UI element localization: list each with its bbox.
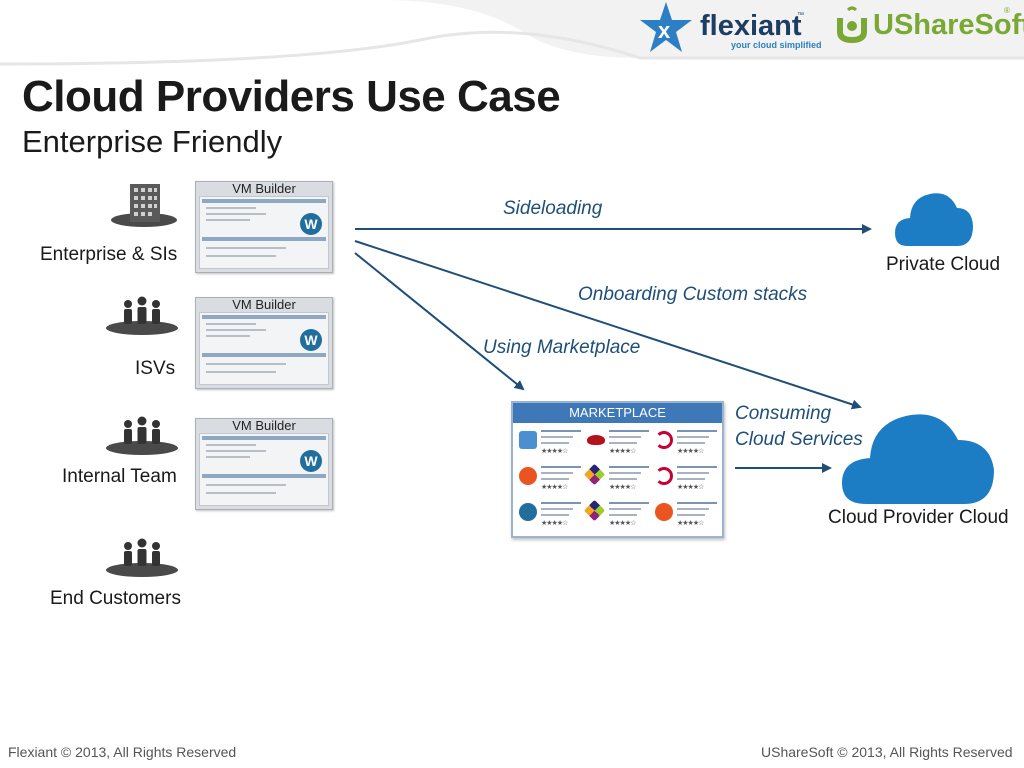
vm-builder-title: VM Builder (232, 418, 296, 433)
suse-icon (519, 431, 537, 449)
slide-subtitle: Enterprise Friendly (22, 124, 283, 159)
marketplace-arrow (354, 252, 525, 391)
footer-right: UShareSoft © 2013, All Rights Reserved (761, 744, 1013, 760)
marketplace-item: ★★★★☆ (517, 499, 583, 533)
marketplace-item: ★★★★☆ (653, 427, 719, 461)
usharesoft-logo-text: UShareSoft (873, 9, 1024, 41)
centos-icon (583, 499, 606, 522)
redhat-icon (587, 435, 605, 445)
people-icon (106, 296, 178, 335)
debian-icon (655, 431, 673, 449)
marketplace-item: ★★★★☆ (585, 427, 651, 461)
vm-builder-title: VM Builder (232, 181, 296, 196)
vm-builder-title: VM Builder (232, 297, 296, 312)
footer-left: Flexiant © 2013, All Rights Reserved (8, 744, 237, 760)
flexiant-logo-text: flexiant (700, 10, 802, 42)
vm-builder-screenshot: W (199, 312, 329, 385)
slide-title: Cloud Providers Use Case (22, 72, 561, 121)
centos-icon (583, 463, 606, 486)
flexiant-logo-icon: x (640, 2, 692, 52)
private-cloud-label: Private Cloud (886, 254, 1001, 275)
flexiant-tagline: your cloud simplified (731, 40, 822, 50)
vm-builder-panel: VM Builder W (195, 418, 333, 510)
ubuntu-icon (519, 467, 537, 485)
people-icon (106, 538, 178, 577)
vm-builder-screenshot: W (199, 196, 329, 269)
wordpress-icon (519, 503, 537, 521)
marketplace-item: ★★★★☆ (583, 499, 651, 533)
vm-builder-panel: VM Builder W (195, 297, 333, 389)
wordpress-icon: W (300, 213, 322, 235)
provider-cloud-icon (842, 414, 994, 504)
wordpress-icon: W (300, 329, 322, 351)
header-banner (0, 0, 1024, 66)
svg-text:x: x (658, 18, 671, 43)
label-sideloading: Sideloading (503, 198, 603, 219)
flexiant-trademark: ™ (797, 12, 804, 19)
marketplace-item: ★★★★☆ (653, 463, 719, 497)
provider-cloud-label: Cloud Provider Cloud (828, 507, 1009, 528)
label-using-marketplace: Using Marketplace (483, 337, 641, 358)
onboarding-arrow (354, 240, 862, 410)
label-cloud-services: Cloud Services (735, 429, 863, 450)
usharesoft-logo-icon (837, 6, 867, 44)
building-icon (111, 184, 177, 227)
label-onboarding: Onboarding Custom stacks (578, 284, 808, 305)
marketplace-panel: MARKETPLACE ★★★★☆ ★★★★☆ ★★★★☆ ★★★★☆ ★★★★… (511, 401, 724, 538)
debian-icon (655, 467, 673, 485)
ubuntu-icon (655, 503, 673, 521)
vm-builder-panel: VM Builder W (195, 181, 333, 273)
marketplace-item: ★★★★☆ (653, 499, 719, 533)
actor-label-enterprise: Enterprise & SIs (40, 244, 178, 265)
actor-label-isvs: ISVs (135, 358, 176, 379)
actor-label-end-customers: End Customers (50, 588, 181, 609)
people-icon (106, 416, 178, 455)
marketplace-item: ★★★★☆ (583, 463, 651, 497)
vm-builder-screenshot: W (199, 433, 329, 506)
marketplace-title: MARKETPLACE (513, 403, 722, 423)
wordpress-icon: W (300, 450, 322, 472)
usharesoft-registered-mark: ® (1004, 6, 1010, 15)
private-cloud-icon (895, 193, 973, 246)
actor-label-internal-team: Internal Team (62, 466, 177, 487)
label-consuming: Consuming (735, 403, 832, 424)
marketplace-item: ★★★★☆ (517, 427, 583, 461)
marketplace-item: ★★★★☆ (517, 463, 583, 497)
